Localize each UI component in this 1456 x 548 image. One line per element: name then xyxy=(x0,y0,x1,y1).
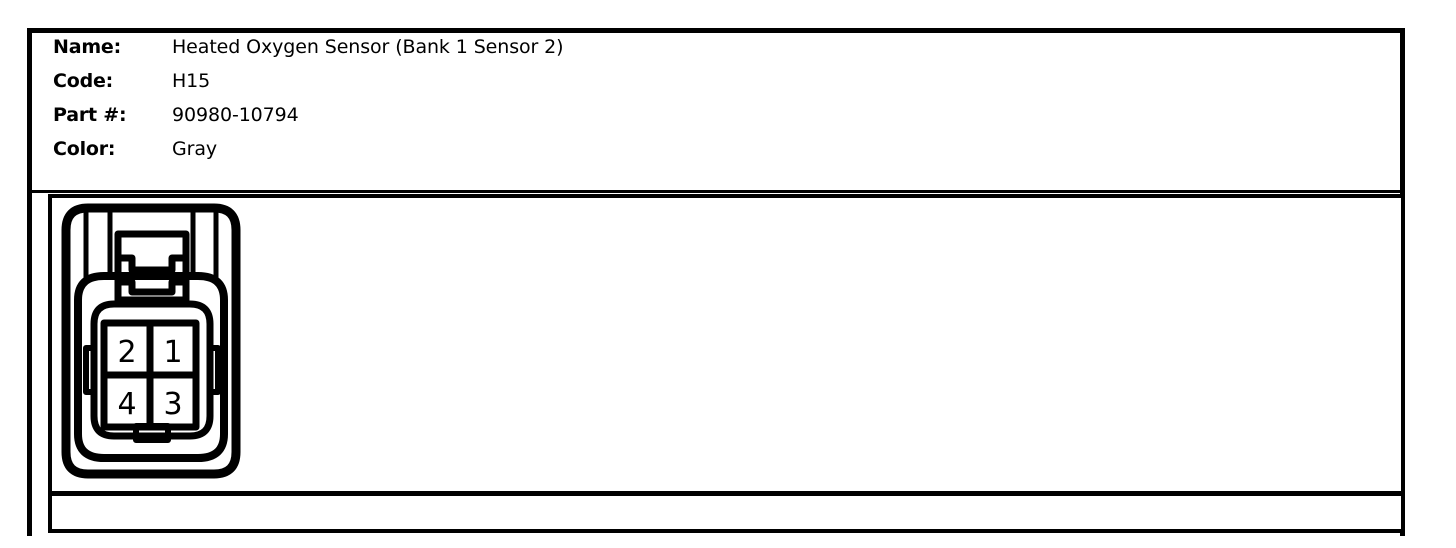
spec-label-color: Color: xyxy=(53,138,116,160)
diagram-bottom-divider xyxy=(48,491,1405,496)
spec-label-name: Name: xyxy=(53,36,122,58)
spec-row-color: Color: Gray xyxy=(53,138,1053,172)
connector-notch-right xyxy=(207,345,221,395)
spec-value-name: Heated Oxygen Sensor (Bank 1 Sensor 2) xyxy=(172,36,564,58)
connector-face-illustration: 2 1 4 3 xyxy=(61,203,241,479)
connector-inner-shell xyxy=(74,272,228,462)
connector-cavity-wall xyxy=(90,300,214,440)
connector-diagram: 2 1 4 3 xyxy=(48,196,258,488)
connector-latch-body xyxy=(114,230,190,304)
spec-value-code: H15 xyxy=(172,70,211,92)
spec-row-name: Name: Heated Oxygen Sensor (Bank 1 Senso… xyxy=(53,36,1053,70)
spec-row-part-number: Part #: 90980-10794 xyxy=(53,104,1053,138)
pin-number-1: 1 xyxy=(163,335,182,370)
connector-latch-upper-step xyxy=(114,254,190,274)
connector-diagram-panel xyxy=(48,194,1405,533)
spec-value-part-number: 90980-10794 xyxy=(172,104,299,126)
pin-number-3: 3 xyxy=(163,387,182,422)
pin-number-2: 2 xyxy=(117,335,136,370)
connector-outer-shell xyxy=(61,203,241,479)
pin-number-4: 4 xyxy=(117,387,136,422)
header-section-divider xyxy=(32,190,1405,193)
connector-notch-left xyxy=(83,345,97,395)
spec-value-color: Gray xyxy=(172,138,218,160)
spec-label-part-number: Part #: xyxy=(53,104,127,126)
spec-list: Name: Heated Oxygen Sensor (Bank 1 Senso… xyxy=(53,36,1053,172)
connector-latch-lower-step xyxy=(114,278,190,296)
spec-label-code: Code: xyxy=(53,70,114,92)
spec-row-code: Code: H15 xyxy=(53,70,1053,104)
